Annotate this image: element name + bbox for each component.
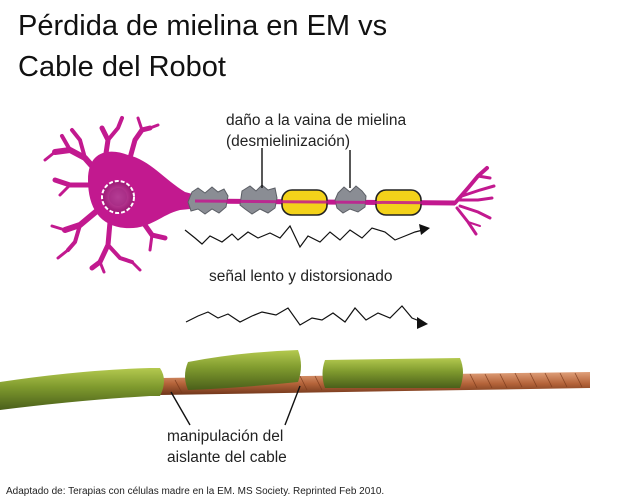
cable-insulation-middle [323, 358, 464, 388]
myelin-damaged-segments [188, 185, 366, 214]
signal-wave-upper [185, 224, 430, 247]
cable-label: manipulación del aislante del cable [167, 426, 287, 468]
damage-label: daño a la vaina de mielina (desmieliniza… [226, 110, 406, 152]
damage-label-line-1: daño a la vaina de mielina [226, 110, 406, 131]
cable-label-line-2: aislante del cable [167, 447, 287, 468]
axon-terminals [455, 168, 494, 234]
signal-arrow-lower [417, 317, 428, 329]
signal-label: señal lento y distorsionado [209, 266, 393, 287]
source-credit: Adaptado de: Terapias con células madre … [6, 486, 384, 497]
cable [0, 350, 590, 410]
label-pointer-lines [262, 148, 350, 188]
damage-label-line-2: (desmielinización) [226, 131, 406, 152]
signal-wave-lower [186, 306, 428, 329]
cable-label-line-1: manipulación del [167, 426, 287, 447]
cable-insulation-left [0, 368, 164, 410]
signal-arrow-upper [419, 224, 430, 235]
